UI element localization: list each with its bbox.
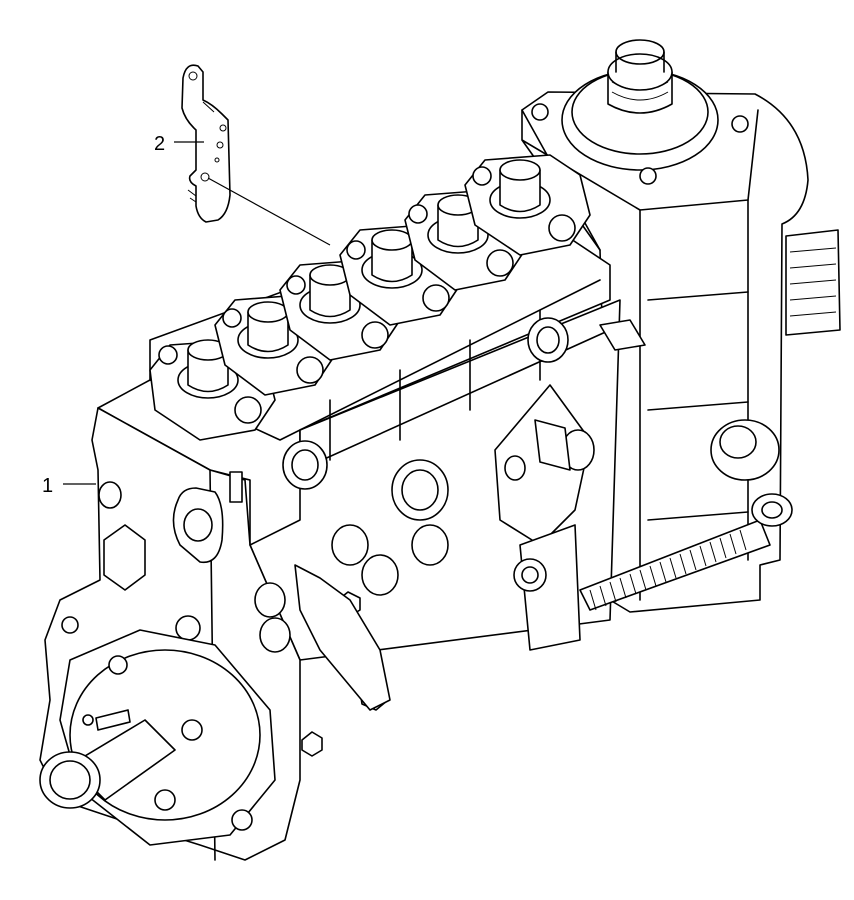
callout-1: 1: [42, 475, 96, 497]
callout-2: 2: [154, 133, 331, 246]
callout-label-2: 2: [154, 133, 165, 155]
callout-label-1: 1: [42, 475, 53, 497]
leader-line-bracket-to-pump: [207, 177, 331, 246]
bracket-drawing: [181, 64, 231, 223]
valve-holder-6: [464, 154, 591, 256]
injection-pump-drawing: [39, 39, 841, 861]
